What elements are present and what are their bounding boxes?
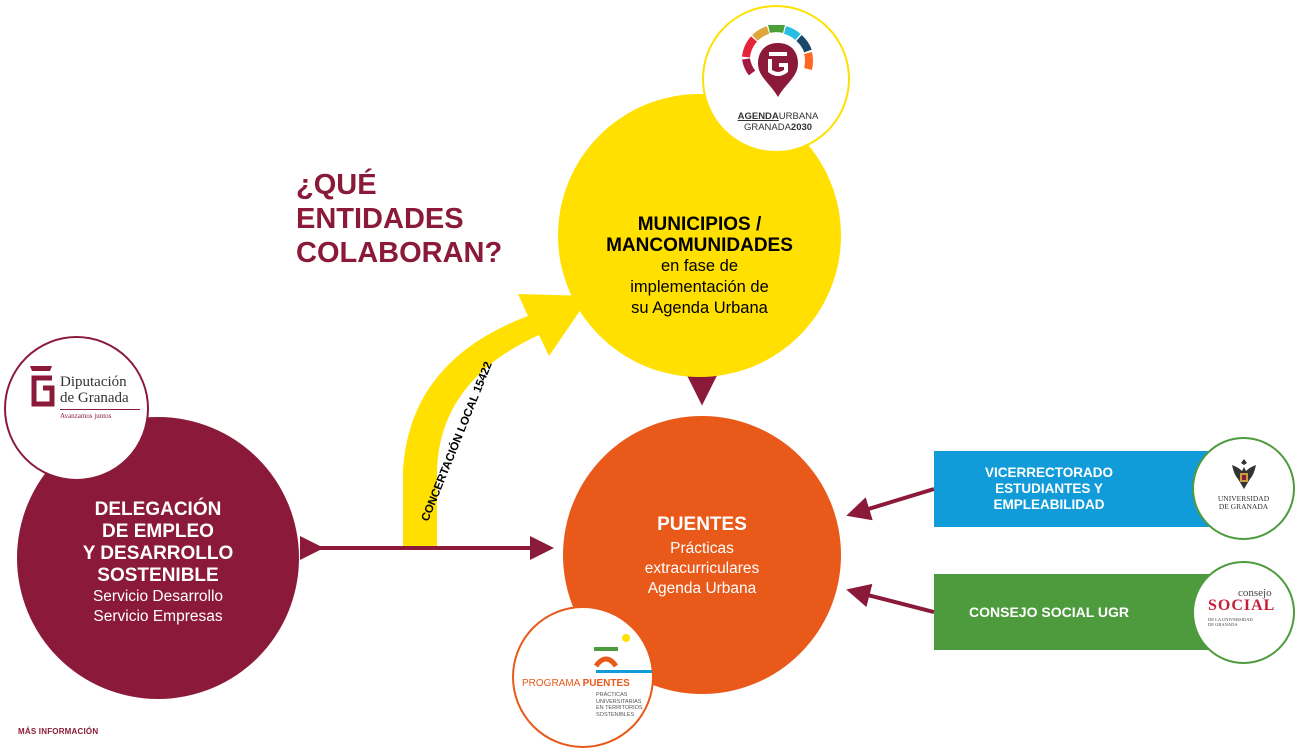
vicerrectorado-line-3: EMPLEABILIDAD: [993, 497, 1105, 512]
more-info-link[interactable]: MÁS INFORMACIÓN: [18, 727, 99, 736]
consejo-logo-top: consejo: [1238, 587, 1272, 599]
vicerrectorado-line-2: ESTUDIANTES Y: [995, 481, 1103, 496]
municipios-desc-1: en fase de: [660, 257, 739, 275]
consejo-logo-sub-2: DE GRANADA: [1208, 622, 1238, 627]
ugr-text: UNIVERSIDAD DE GRANADA: [1194, 495, 1293, 511]
vicerrectorado-line-1: VICERRECTORADO: [984, 465, 1113, 480]
consejo-box: CONSEJO SOCIAL UGR: [934, 574, 1224, 650]
diputacion-tagline: Avanzamos juntos: [60, 412, 112, 420]
agenda-urbana-logo: AGENDAURBANA GRANADA2030: [702, 5, 850, 153]
puentes-desc-1: Prácticas: [670, 539, 734, 557]
granada-word: GRANADA: [743, 122, 791, 133]
consejo-logo-sub-1: DE LA UNIVERSIDAD: [1208, 617, 1253, 622]
municipios-desc-3: su Agenda Urbana: [631, 299, 768, 317]
puentes-desc-2: extracurriculares: [644, 559, 760, 577]
ugr-logo: UNIVERSIDAD DE GRANADA: [1192, 437, 1295, 540]
question-heading: ¿QUÉ ENTIDADES COLABORAN?: [296, 168, 536, 270]
programa-puentes-logo: PROGRAMA PUENTES PRÁCTICAS UNIVERSITARIA…: [512, 606, 654, 748]
consejo-label: CONSEJO SOCIAL UGR: [969, 604, 1129, 620]
diputacion-line-2: de Granada: [60, 390, 129, 406]
diputacion-text: Diputación de Granada: [60, 374, 129, 406]
puentes-logo-icon: [593, 634, 630, 668]
vicerrectorado-box: VICERRECTORADO ESTUDIANTES Y EMPLEABILID…: [934, 451, 1224, 527]
delegacion-title-1: DELEGACIÓN: [94, 499, 222, 520]
puentes-desc-3: Agenda Urbana: [647, 579, 757, 597]
programa-sub-2: UNIVERSITARIAS: [596, 698, 642, 705]
diputacion-line-1: Diputación: [60, 374, 127, 390]
delegacion-title-4: SOSTENIBLE: [97, 565, 219, 586]
ugr-eagle-icon: [1232, 459, 1256, 489]
diputacion-logo: Diputación de Granada Avanzamos juntos: [4, 336, 149, 481]
municipios-desc-2: implementación de: [630, 278, 769, 296]
concertacion-arrow: [403, 294, 590, 548]
urbana-word: URBANA: [778, 111, 819, 122]
programa-label: PROGRAMA PUENTES: [522, 678, 630, 689]
delegacion-desc-2: Servicio Empresas: [93, 608, 223, 625]
puentes-title: PUENTES: [657, 513, 747, 535]
programa-name: PUENTES: [582, 678, 630, 689]
year-word: 2030: [790, 122, 813, 133]
consejo-logo-main: SOCIAL: [1208, 597, 1276, 614]
consejo-social-logo: consejo SOCIAL DE LA UNIVERSIDAD DE GRAN…: [1192, 561, 1295, 664]
ugr-line-1: UNIVERSIDAD: [1217, 494, 1270, 503]
ugr-line-2: DE GRANADA: [1218, 502, 1269, 511]
arrow-consejo-puentes: [846, 583, 935, 614]
municipios-circle: MUNICIPIOS / MANCOMUNIDADES en fase de i…: [558, 94, 841, 377]
municipios-title-2: MANCOMUNIDADES: [606, 235, 793, 256]
programa-prefix: PROGRAMA: [522, 678, 580, 689]
programa-subtitle: PRÁCTICAS UNIVERSITARIAS EN TERRITORIOS …: [596, 692, 643, 718]
question-line-1: ¿QUÉ: [296, 169, 377, 201]
puentes-logo-bar: [596, 670, 652, 673]
agenda-urbana-text: AGENDAURBANA GRANADA2030: [704, 111, 852, 133]
arrow-vicerrectorado-puentes: [846, 487, 935, 521]
delegacion-title-3: Y DESARROLLO: [82, 543, 234, 564]
delegacion-title-2: DE EMPLEO: [102, 521, 214, 542]
municipios-title-1: MUNICIPIOS /: [637, 214, 762, 235]
diputacion-g-icon: [30, 366, 55, 407]
programa-sub-3: EN TERRITORIOS: [596, 705, 643, 711]
delegacion-desc-1: Servicio Desarrollo: [92, 588, 224, 605]
consejo-logo-sub: DE LA UNIVERSIDAD DE GRANADA: [1208, 617, 1253, 627]
agenda-urbana-icon: [742, 25, 814, 97]
question-line-3: COLABORAN?: [296, 237, 503, 269]
diputacion-rule: [60, 409, 140, 410]
programa-sub-4: SOSTENIBLES: [596, 711, 635, 718]
agenda-word: AGENDA: [737, 111, 779, 122]
programa-sub-1: PRÁCTICAS: [596, 692, 628, 698]
question-line-2: ENTIDADES: [296, 203, 464, 235]
